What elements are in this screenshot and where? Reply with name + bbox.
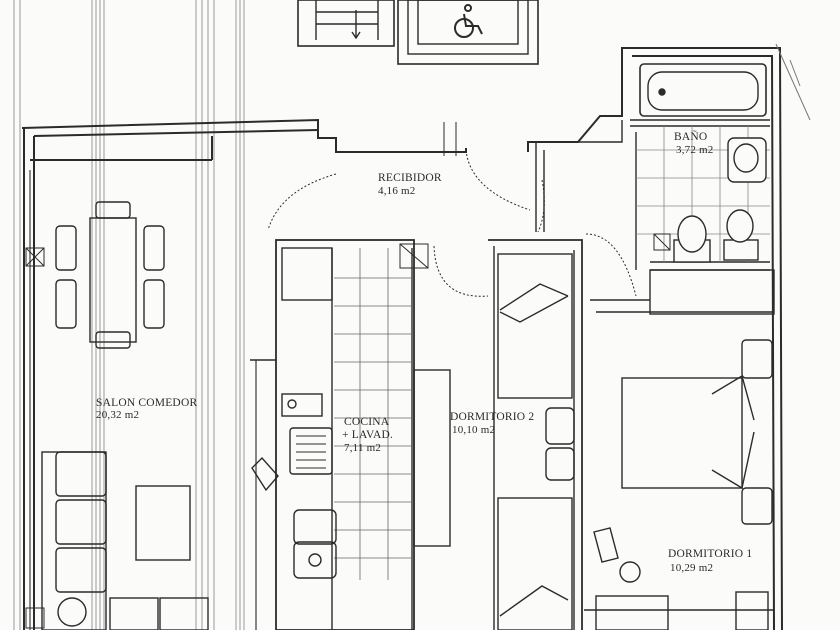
bathroom-door xyxy=(537,179,637,297)
room-name-cocina: COCINA xyxy=(344,416,390,428)
room-area-recibidor: 4,16 m2 xyxy=(378,185,416,197)
room-area-salon: 20,32 m2 xyxy=(96,409,140,421)
room-area-dormitorio-2: 10,10 m2 xyxy=(452,424,496,436)
room-name-bano: BAÑO xyxy=(674,131,708,143)
wheelchair-icon xyxy=(454,4,483,38)
diagonal-mark xyxy=(775,43,811,121)
washing-machine-icon xyxy=(281,393,323,417)
single-bed-icon xyxy=(499,283,569,617)
sink-icon xyxy=(293,509,337,579)
room-name-dormitorio-2: DORMITORIO 2 xyxy=(450,411,535,423)
bathtub-icon xyxy=(639,63,767,117)
room-name-recibidor: RECIBIDOR xyxy=(378,172,442,184)
room-name-dormitorio-1: DORMITORIO 1 xyxy=(668,548,753,560)
chair-icon xyxy=(593,527,641,583)
room-name-cocina-lavad: + LAVAD. xyxy=(342,429,394,441)
bidet-icon xyxy=(723,209,759,261)
room-area-dormitorio-1: 10,29 m2 xyxy=(670,562,714,574)
double-bed-icon xyxy=(621,339,773,525)
stair-icon xyxy=(297,0,539,65)
exterior-walls xyxy=(21,47,783,630)
bathroom-walls xyxy=(535,119,770,271)
sofa-icon xyxy=(41,451,209,630)
toilet-icon xyxy=(673,215,711,263)
room-area-cocina: 7,11 m2 xyxy=(344,442,382,454)
bedroom-2-walls xyxy=(488,239,583,630)
dining-table-icon xyxy=(55,201,165,349)
coffee-table-icon xyxy=(135,485,191,561)
entry-door xyxy=(267,122,531,231)
room-name-salon: SALON COMEDOR xyxy=(96,397,198,409)
wall-columns xyxy=(25,233,671,629)
stove-icon xyxy=(289,427,333,475)
nightstand-icon xyxy=(545,407,575,481)
extractor-hood-icon xyxy=(251,456,279,492)
washbasin-icon xyxy=(727,137,767,183)
room-area-bano: 3,72 m2 xyxy=(676,144,714,156)
bedroom-1-walls xyxy=(584,269,775,630)
scan-bands xyxy=(13,0,245,630)
